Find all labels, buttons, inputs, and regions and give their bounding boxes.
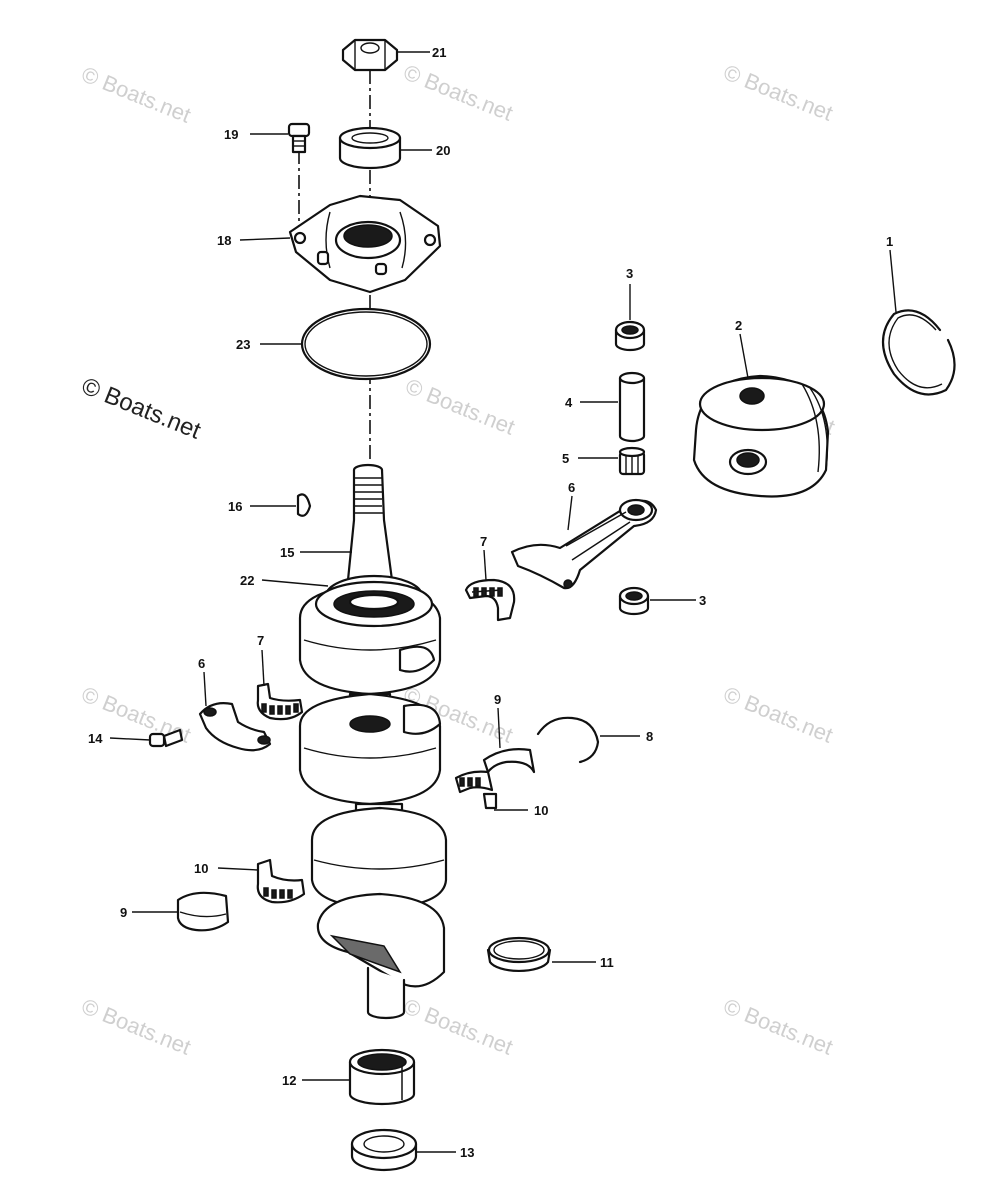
callout-14: 14 [88,731,103,746]
part-21-nut [341,38,399,72]
callout-20: 20 [436,143,450,158]
callout-13: 13 [460,1145,474,1160]
part-15-crankshaft [298,463,448,1020]
part-6-connecting-rod [510,498,658,590]
watermark: © Boats.net [400,993,516,1059]
callout-2: 2 [735,318,742,333]
part-9-race-right [482,748,536,774]
callout-6-rod: 6 [568,480,575,495]
part-19-screw [287,122,311,154]
callout-8: 8 [646,729,653,744]
callout-23: 23 [236,337,250,352]
part-6-rod-cap [198,702,272,752]
callout-19: 19 [224,127,238,142]
part-8-retaining-ring [536,716,600,764]
callout-3-bottom: 3 [699,593,706,608]
callout-15: 15 [280,545,294,560]
part-12-roller-bearing [348,1048,416,1106]
part-11-ring [486,936,552,973]
callout-7-left: 7 [257,633,264,648]
part-1-piston-ring [882,309,956,396]
part-4-piston-pin [618,371,646,443]
watermark: © Boats.net [720,681,836,747]
part-10-cage-bearing-left [256,858,306,904]
part-5-needle-bearing [618,446,646,476]
part-16-key [296,493,312,517]
part-20-seal [338,126,402,170]
part-9-race-left [176,891,230,932]
watermark: © Boats.net [400,59,516,125]
watermark: © Boats.net [78,993,194,1059]
watermark: © Boats.net [720,59,836,125]
callout-16: 16 [228,499,242,514]
callout-3-top: 3 [626,266,633,281]
callout-1: 1 [886,234,893,249]
callout-5: 5 [562,451,569,466]
callout-labels: 1 2 3 3 4 5 6 6 7 7 8 9 9 10 10 11 12 13… [88,45,893,1160]
callout-18: 18 [217,233,231,248]
part-18-end-cap [288,194,442,294]
callout-10-left: 10 [194,861,208,876]
shaft-threads [354,477,383,514]
part-3-bearing-bottom [618,586,650,616]
watermark: © Boats.net [720,993,836,1059]
part-14-screw [148,728,184,748]
watermark: © Boats.net [402,373,518,439]
part-7-cage-bearing-left [256,682,304,721]
part-7-cage-bearing-right [464,578,516,622]
part-13-seal [350,1128,418,1172]
leader-lines [109,51,897,1153]
watermark: © Boats.net [78,61,194,127]
part-23-o-ring [300,307,432,381]
callout-21: 21 [432,45,446,60]
callout-11: 11 [600,955,614,970]
callout-6-cap: 6 [198,656,205,671]
callout-7-right: 7 [480,534,487,549]
callout-4: 4 [565,395,573,410]
callout-12: 12 [282,1073,296,1088]
callout-9-right: 9 [494,692,501,707]
watermark-prominent: © Boats.net [78,373,205,445]
callout-9-left: 9 [120,905,127,920]
part-2-piston [692,374,830,498]
part-3-bearing-top [614,320,646,352]
callout-10-right: 10 [534,803,548,818]
part-10-cage-bearing-right [454,770,498,810]
callout-22: 22 [240,573,254,588]
